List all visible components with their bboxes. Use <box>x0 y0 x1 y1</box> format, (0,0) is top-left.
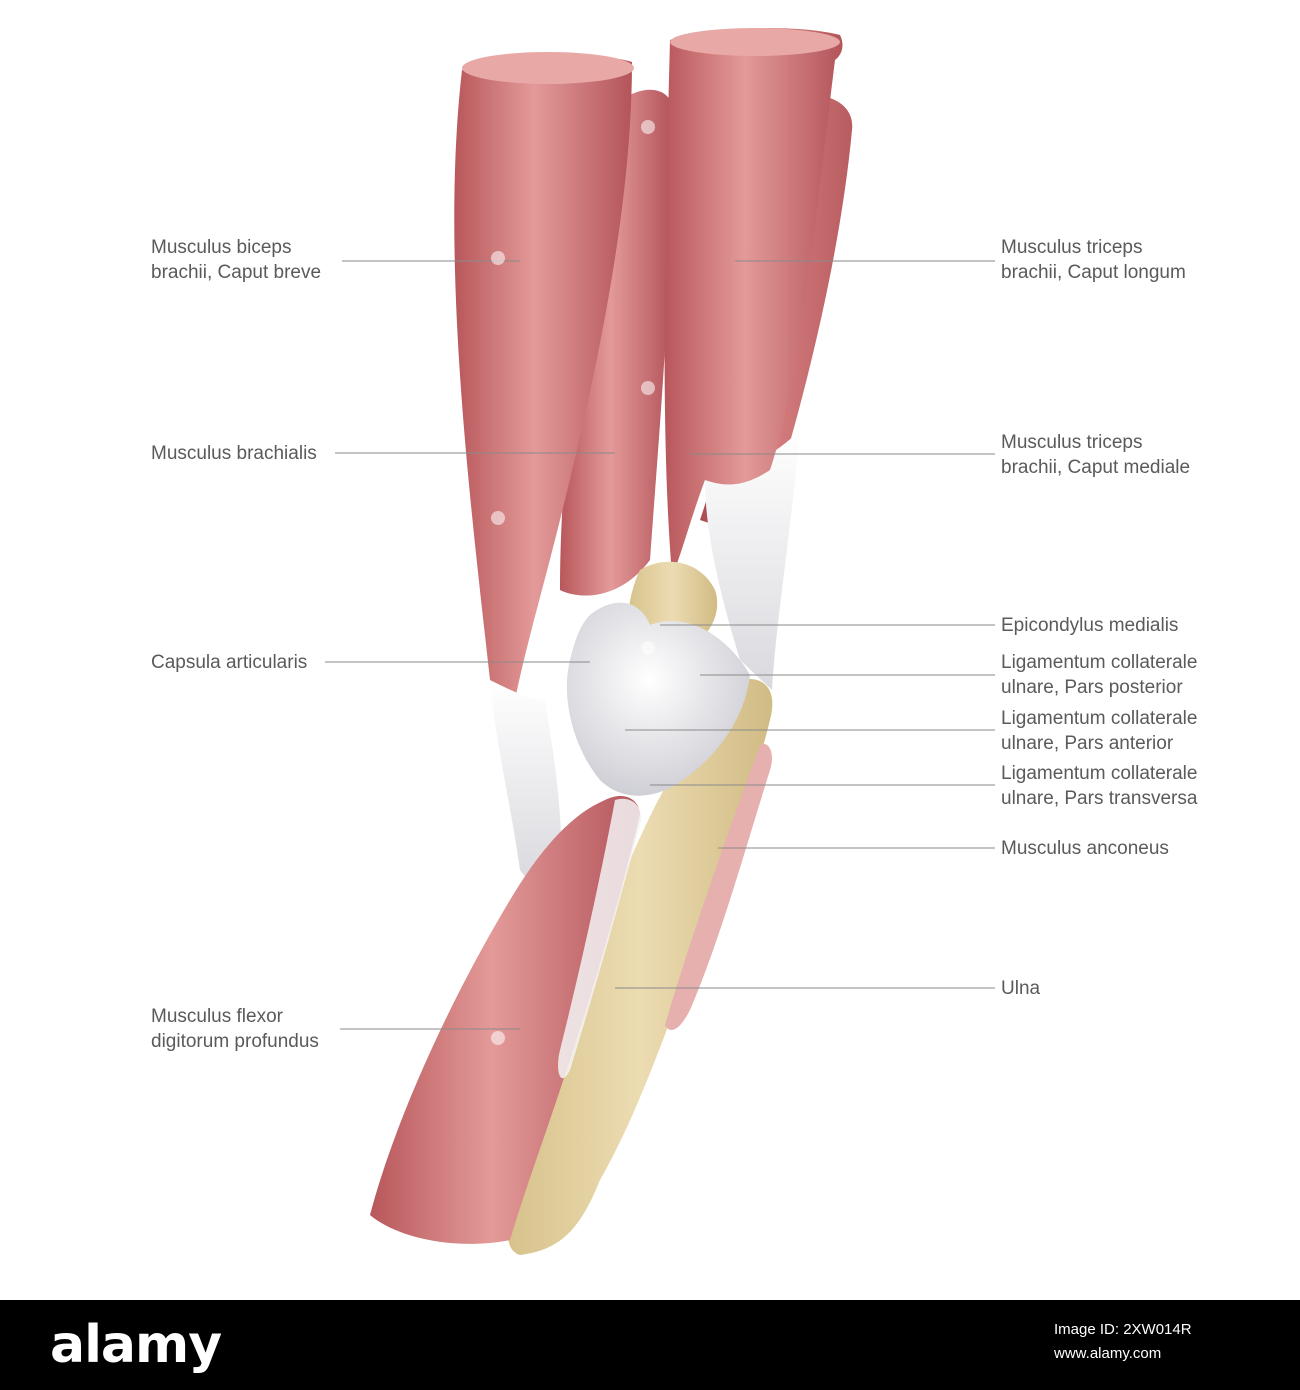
label-triceps-longum: Musculus triceps brachii, Caput longum <box>1001 237 1186 283</box>
biceps-tendon <box>490 680 562 886</box>
watermark-marks <box>491 120 655 1045</box>
label-capsula: Capsula articularis <box>151 652 308 673</box>
biceps-cut <box>462 52 634 84</box>
image-id-text: Image ID: 2XW014R <box>1054 1321 1192 1338</box>
anatomy-diagram: Musculus biceps brachii, Caput breve Mus… <box>151 28 1198 1255</box>
label-anconeus: Musculus anconeus <box>1001 838 1169 859</box>
label-epicondylus: Epicondylus medialis <box>1001 615 1179 636</box>
biceps-muscle <box>454 56 632 701</box>
label-triceps-mediale: Musculus triceps brachii, Caput mediale <box>1001 432 1191 478</box>
alamy-logo[interactable]: alamy <box>50 1315 222 1375</box>
label-flexor: Musculus flexor digitorum profundus <box>151 1006 319 1052</box>
flexor-tendon <box>558 798 641 1079</box>
brachialis-muscle <box>560 89 673 596</box>
flexor-muscle <box>370 795 640 1244</box>
label-lig-anterior: Ligamentum collaterale ulnare, Pars ante… <box>1001 708 1198 754</box>
capsula-articularis <box>566 602 750 796</box>
triceps-mediale-muscle <box>664 28 843 575</box>
label-biceps: Musculus biceps brachii, Caput breve <box>151 237 322 283</box>
triceps-mediale-cut <box>670 28 840 56</box>
label-lig-transversa: Ligamentum collaterale ulnare, Pars tran… <box>1001 763 1198 809</box>
label-ulna: Ulna <box>1001 978 1041 999</box>
footer-bar: alamy Image ID: 2XW014R www.alamy.com <box>0 1300 1300 1390</box>
label-lig-posterior: Ligamentum collaterale ulnare, Pars post… <box>1001 652 1198 698</box>
label-brachialis: Musculus brachialis <box>151 443 317 464</box>
leader-lines <box>325 260 995 1030</box>
anconeus-muscle <box>665 744 772 1030</box>
website-link[interactable]: www.alamy.com <box>1054 1345 1162 1362</box>
elbow-illustration <box>325 28 995 1255</box>
ulna-bone <box>508 679 773 1255</box>
